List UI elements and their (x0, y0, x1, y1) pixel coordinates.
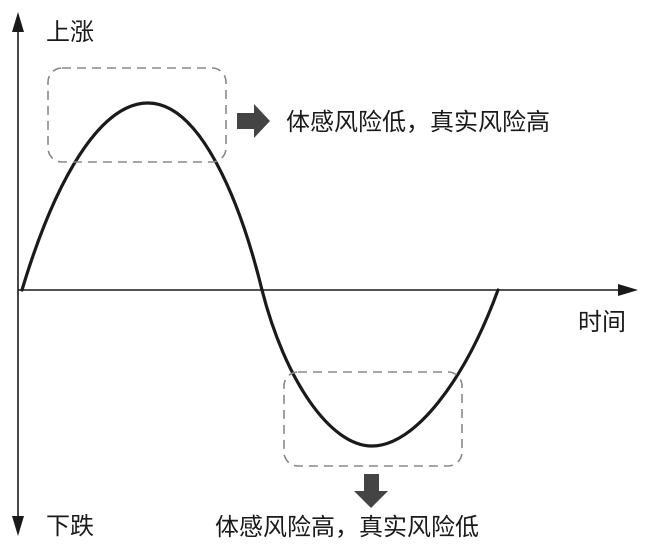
down-arrow-icon (354, 474, 388, 508)
y-axis-bottom-label: 下跌 (46, 512, 94, 540)
price-wave (20, 101, 500, 448)
x-axis-arrow (618, 284, 638, 296)
x-axis-label: 时间 (578, 308, 626, 336)
peak-dashed-box (47, 67, 227, 163)
y-axis-top-label: 上涨 (46, 18, 94, 46)
trough-dashed-box (283, 371, 463, 467)
trough-annotation: 体感风险高，真实风险低 (215, 513, 479, 541)
y-axis-up-arrow (12, 12, 24, 32)
peak-annotation: 体感风险低，真实风险高 (286, 108, 550, 136)
right-arrow-icon (237, 104, 270, 138)
y-axis-down-arrow (12, 516, 24, 536)
